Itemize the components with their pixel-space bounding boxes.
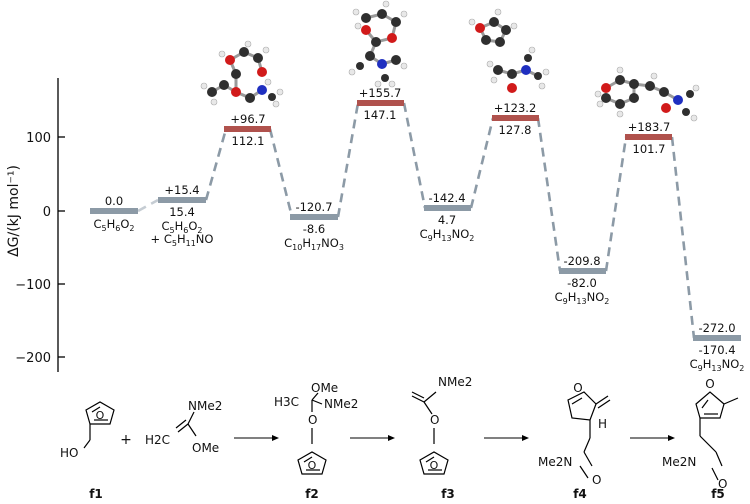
molecule-ts3 — [468, 8, 550, 93]
value-label: -8.6 — [303, 222, 325, 236]
compound-label: f2 — [305, 487, 319, 501]
formula-label: C9H13NO2 — [555, 290, 610, 306]
compound-label: f4 — [573, 487, 587, 501]
arrow-head — [522, 435, 529, 441]
y-tick-label: 0 — [43, 205, 51, 220]
value-label: 147.1 — [364, 108, 397, 122]
formula-label: C9H13NO2 — [690, 357, 745, 373]
f2-h3c: H3C — [274, 395, 299, 409]
formula-label: + C5H11NO — [151, 232, 214, 248]
value-label: +15.4 — [164, 183, 199, 197]
y-tick-label: −100 — [15, 278, 51, 293]
molecule-ts4 — [594, 66, 700, 122]
f4-o2: O — [592, 473, 601, 487]
structure-f3: NMe2 O O — [411, 375, 472, 475]
value-label: 112.1 — [232, 134, 265, 148]
reagent-nme2: NMe2 — [188, 399, 222, 413]
f4-o: O — [573, 381, 582, 395]
value-label: -142.4 — [428, 191, 465, 205]
formula-label: C10H17NO3 — [284, 236, 344, 252]
structure-f2: OMe H3C NMe2 O O — [274, 381, 358, 475]
value-label: 0.0 — [105, 194, 123, 208]
f4-me2n: Me2N — [538, 455, 572, 469]
svg-text:O: O — [430, 459, 439, 472]
value-label: 101.7 — [633, 142, 666, 156]
f4-h: H — [598, 417, 607, 431]
value-label: +96.7 — [230, 112, 265, 126]
molecule-ts2 — [348, 0, 408, 88]
y-ticks — [58, 136, 65, 358]
f2-nme2: NMe2 — [324, 397, 358, 411]
structure-f5: O Me2N O — [662, 377, 739, 491]
f5-me2n: Me2N — [662, 455, 696, 469]
structure-f4: O H Me2N O — [538, 381, 611, 487]
value-label: +123.2 — [494, 101, 537, 115]
reagent-h2c: H2C — [145, 433, 170, 447]
value-label: -272.0 — [698, 321, 735, 335]
y-tick-label: 100 — [26, 131, 51, 146]
value-label: +155.7 — [359, 86, 402, 100]
formula-label: C9H13NO2 — [420, 227, 475, 243]
f1-oh: HO — [60, 446, 78, 460]
formula-label: C5H6O2 — [93, 217, 134, 233]
compound-label: f3 — [441, 487, 455, 501]
molecule-ts1 — [200, 40, 284, 108]
connectors — [137, 102, 696, 339]
structure-f1: O HO — [60, 401, 115, 460]
y-axis-label: ΔG/(kJ mol⁻¹) — [6, 165, 22, 257]
y-tick-label: −200 — [15, 351, 51, 366]
f2-o: O — [308, 413, 317, 427]
arrow-head — [668, 435, 675, 441]
plus-sign: + — [120, 432, 132, 448]
compound-label: f5 — [711, 487, 725, 501]
value-label: 15.4 — [169, 205, 195, 219]
value-label: -209.8 — [563, 254, 600, 268]
value-label: -120.7 — [295, 200, 332, 214]
f5-o2: O — [718, 477, 727, 491]
f3-nme2: NMe2 — [438, 375, 472, 389]
compound-label: f1 — [89, 487, 103, 501]
value-label: -82.0 — [567, 276, 597, 290]
f5-o: O — [705, 377, 714, 391]
arrow-head — [388, 435, 395, 441]
value-label: -170.4 — [698, 343, 735, 357]
reagent-ome: OMe — [192, 441, 219, 455]
value-label: +183.7 — [628, 120, 671, 134]
value-label: 127.8 — [499, 123, 532, 137]
value-label: 4.7 — [438, 213, 456, 227]
f2-ome: OMe — [311, 381, 338, 395]
structure-reagent: NMe2 H2C OMe — [145, 399, 222, 455]
svg-text:O: O — [96, 409, 105, 422]
svg-text:O: O — [308, 459, 317, 472]
arrow-head — [272, 435, 279, 441]
f3-o: O — [430, 413, 439, 427]
